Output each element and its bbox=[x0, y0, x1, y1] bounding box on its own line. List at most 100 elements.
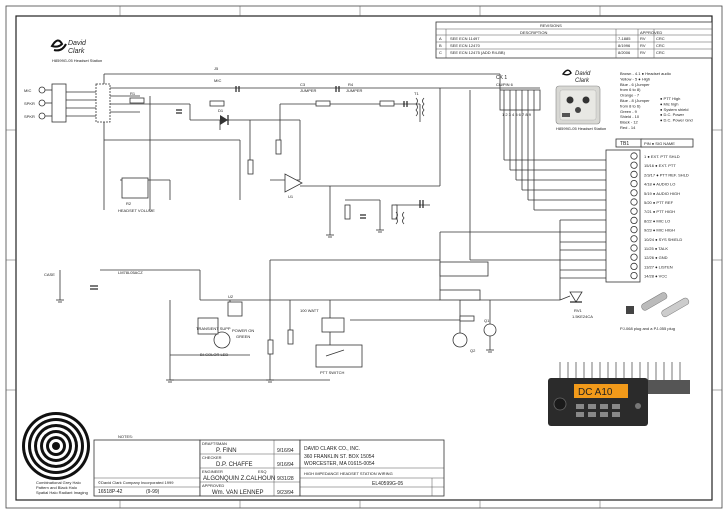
terminal-signal: 5/19 ● AUDIO HIGH bbox=[644, 191, 680, 196]
label-transient: TRANSIENT SUPP bbox=[196, 326, 231, 331]
checked-date: 9/16/94 bbox=[277, 462, 294, 468]
engineer-date: 9/31/28 bbox=[277, 476, 294, 482]
wire-legend-item: Shield - 10 bbox=[620, 114, 640, 119]
drawing-number: EL40599G-05 bbox=[372, 481, 403, 487]
ground-symbols bbox=[56, 229, 494, 383]
ptt-switch-box bbox=[315, 344, 363, 368]
revision-cell: SEE ECN 12475 (ADD R4-BB) bbox=[450, 50, 506, 55]
resistor bbox=[287, 329, 294, 345]
revision-cell: C bbox=[439, 50, 442, 55]
label-r1: R1 bbox=[130, 91, 136, 96]
terminal-screw bbox=[630, 271, 638, 280]
label-d1: D1 bbox=[218, 108, 224, 113]
label-q2: Q2 bbox=[470, 348, 476, 353]
brand-logo: David Clark H8599G-05 Headset Station bbox=[50, 39, 102, 63]
photo-brand-line2: Clark bbox=[575, 78, 590, 84]
terminal-screw bbox=[630, 198, 638, 206]
wire-legend-item: Orange - 7 bbox=[620, 93, 640, 98]
approved-label: APPROVED bbox=[202, 483, 224, 488]
wire-legend-item: from 6 to 8) bbox=[620, 87, 641, 92]
photo-caption: H8599G-05 Headset Station bbox=[556, 126, 606, 131]
resistor bbox=[209, 100, 225, 107]
wire-legend-item: Black - 12 bbox=[620, 120, 639, 125]
terminal-signal: 5/20 ● PTT REF bbox=[644, 200, 674, 205]
terminal-screw bbox=[630, 189, 638, 197]
label-bicolor-led: BI-COLOR LED bbox=[200, 352, 228, 357]
drawn-name: P. FINN bbox=[216, 448, 237, 454]
ck1-label: CK 1 bbox=[496, 75, 507, 81]
inner-frame bbox=[15, 15, 713, 501]
headset-volume-pot bbox=[121, 177, 149, 199]
resistor-r4 bbox=[315, 100, 331, 107]
tvs-diode-rv1 bbox=[569, 291, 583, 303]
terminal-screw bbox=[630, 226, 638, 234]
revision-cell: CRC bbox=[656, 50, 665, 55]
revision-cell: A bbox=[439, 36, 442, 41]
bicolor-led-icon bbox=[213, 331, 231, 349]
terminal-screw bbox=[630, 170, 638, 178]
revision-cell: 8/1996 bbox=[618, 43, 631, 48]
terminal-signal: 12/26 ● GND bbox=[644, 255, 668, 260]
regulator-u2 bbox=[227, 301, 243, 317]
radio-photo: DC A10 bbox=[548, 362, 690, 426]
ck1-pin-numbers: 1 2 3 4 5 6 7 8 9 bbox=[502, 112, 532, 117]
terminal-screw bbox=[630, 207, 638, 215]
copyright: ©David Clark Company Incorporated 1999 bbox=[98, 480, 174, 485]
schematic-wiring bbox=[45, 73, 606, 381]
label-r4: R4 bbox=[348, 82, 354, 87]
halo-logo: Combinational Grey Halo Pattern and Blac… bbox=[22, 412, 90, 495]
terminal-screw bbox=[630, 180, 638, 188]
brand-mark-icon bbox=[50, 39, 67, 52]
wire-legend-item: Red - 14 bbox=[620, 125, 636, 130]
terminal-signal: 15/16 ● EXT. PTT bbox=[644, 163, 676, 168]
resistor-r1 bbox=[129, 97, 145, 104]
label-r-value: 100 WATT bbox=[300, 308, 319, 313]
wire-legend-note: ● Mic high bbox=[660, 101, 678, 106]
engineer-tag: ESQ bbox=[258, 469, 266, 474]
label-c3: C3 bbox=[300, 82, 306, 87]
brand-subtitle: H8599G-05 Headset Station bbox=[52, 58, 102, 63]
label-u2: U2 bbox=[228, 294, 234, 299]
resistor bbox=[391, 204, 398, 220]
wire-legend-item: Yellow - 5 ● High bbox=[620, 76, 650, 81]
tb1-label: TB1 bbox=[620, 141, 629, 147]
terminal-screw bbox=[630, 161, 638, 169]
revision-cell: SEE ECN 12470 bbox=[450, 43, 481, 48]
resistor bbox=[379, 100, 395, 107]
brand-name-line1: David bbox=[68, 40, 87, 47]
transistor-array bbox=[321, 317, 345, 333]
label-rv1: RV1 bbox=[574, 308, 582, 313]
label-regulator: LM78L05ACZ bbox=[118, 270, 143, 275]
ck1-part: CN/PIN 6 bbox=[496, 82, 514, 87]
terminal-signal: 13/27 ● LISTEN bbox=[644, 264, 673, 269]
revisions-header-desc: DESCRIPTION bbox=[520, 30, 547, 35]
wire-legend-item: Blue - 8 (Jumper bbox=[620, 98, 650, 103]
revision-cell: 7-1885 bbox=[618, 36, 631, 41]
notes-heading: NOTES: bbox=[118, 434, 133, 439]
terminal-signal: 10/24 ● SYS SHIELD bbox=[644, 237, 682, 242]
transient-suppressor bbox=[197, 317, 219, 335]
plugs-photo: PJ-068 plug and a PJ-055 plug bbox=[620, 292, 690, 331]
terminal-block-tb1: TB1 PIN ● SIG NAME 1 ● EXT. PTT SHLD15/1… bbox=[605, 138, 694, 283]
resistor bbox=[344, 204, 351, 220]
logo-caption-1: Combinational Grey Halo bbox=[36, 480, 81, 485]
resistor bbox=[247, 159, 254, 175]
title-block: ©David Clark Company Incorporated 1999 1… bbox=[93, 439, 445, 497]
transistor-q2 bbox=[452, 332, 468, 348]
pin-signal-header: PIN ● SIG NAME bbox=[644, 141, 675, 146]
label-jumper-1: JUMPER bbox=[300, 88, 317, 93]
label-r2: R2 bbox=[126, 201, 132, 206]
terminal-signal: 8/22 ● MIC LO bbox=[644, 218, 670, 223]
zone-ticks bbox=[6, 6, 722, 508]
diode-d1 bbox=[220, 115, 228, 125]
terminal-signal: 9/23 ● MIC HIGH bbox=[644, 228, 675, 233]
terminal-screw bbox=[630, 235, 638, 243]
jack-label-spkr2: SPKR bbox=[24, 114, 35, 119]
opamp-u1 bbox=[284, 173, 303, 193]
label-power-on: POWER ON bbox=[232, 328, 254, 333]
terminal-signal: 2/3/17 ● PTT REF. SHLD bbox=[644, 172, 689, 177]
checked-name: D.P. CHAFFE bbox=[216, 462, 253, 468]
